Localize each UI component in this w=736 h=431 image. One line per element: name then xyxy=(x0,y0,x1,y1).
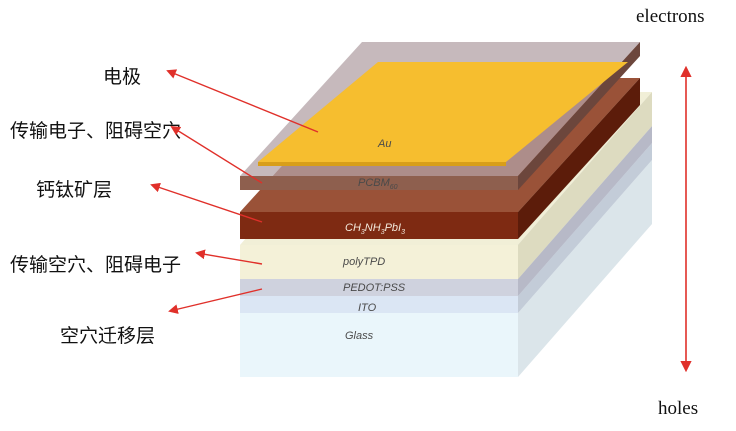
perovskite-label: CH3NH3PbI3 xyxy=(345,222,405,236)
charge-axis: electrons holes xyxy=(636,6,705,419)
arrow-electrode xyxy=(166,69,319,133)
au-label: Au xyxy=(377,138,391,150)
perovskite-label-sub-2: 3 xyxy=(381,229,385,236)
perovskite-label-sub-3: 3 xyxy=(401,229,405,236)
au-electrode-layer xyxy=(258,62,628,166)
callouts: 电极 传输电子、阻碍空穴 钙钛矿层 传输空穴、阻碍电子 空穴迁移层 xyxy=(10,66,181,347)
arrow-perovskite xyxy=(150,182,263,223)
arrow-htl xyxy=(195,249,263,265)
pcbm-label-subscript: 60 xyxy=(390,184,398,191)
arrow-etl xyxy=(170,125,263,184)
pcbm-label: PCBM60 xyxy=(358,177,398,191)
pedot-pss-label: PEDOT:PSS xyxy=(343,282,406,294)
pointer-arrows xyxy=(150,69,319,314)
arrow-hole-transfer xyxy=(168,288,263,314)
callout-etl: 传输电子、阻碍空穴 xyxy=(10,120,181,142)
polytpd-label: polyTPD xyxy=(342,256,385,268)
callout-perovskite: 钙钛矿层 xyxy=(36,179,112,201)
ito-label: ITO xyxy=(358,302,377,314)
callout-hole-transfer: 空穴迁移层 xyxy=(60,325,155,347)
callout-htl: 传输空穴、阻碍电子 xyxy=(10,254,181,276)
pcbm-label-main: PCBM xyxy=(358,177,391,189)
electrons-label: electrons xyxy=(636,6,705,27)
perovskite-label-sub-1: 3 xyxy=(361,229,365,236)
perovskite-label-part-pbi: PbI xyxy=(385,222,402,234)
holes-label: holes xyxy=(658,398,698,419)
glass-label: Glass xyxy=(345,330,374,342)
layer-stack: Au PCBM60 CH3NH3PbI3 polyTPD PEDOT:PSS I… xyxy=(240,42,652,377)
perovskite-label-part-nh: NH xyxy=(365,222,381,234)
callout-electrode: 电极 xyxy=(103,66,141,88)
perovskite-label-part-ch: CH xyxy=(345,222,361,234)
